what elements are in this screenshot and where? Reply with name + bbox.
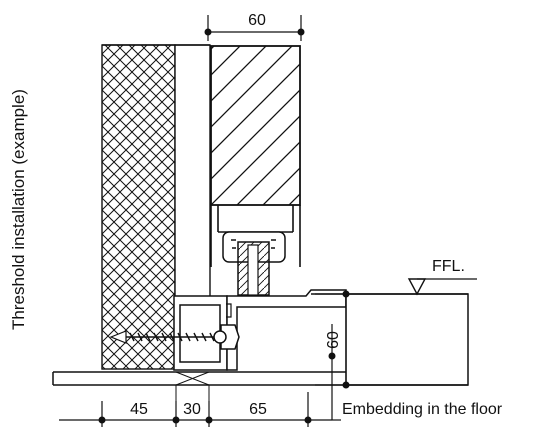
dimension-bottom-45: 45	[130, 401, 148, 418]
dimension-bottom-30: 30	[183, 401, 201, 418]
door-leaf	[210, 45, 301, 267]
door-leaf-bottom-channel	[210, 205, 301, 267]
dimension-top-width: 60	[248, 12, 266, 29]
screw-thread	[116, 332, 222, 342]
dimension-top: 60	[204, 12, 305, 41]
diagram-title: Threshold installation (example)	[9, 89, 28, 330]
screw-tip	[109, 330, 127, 344]
screw-head	[220, 324, 240, 350]
dimension-bottom: 45 30 65 Embedding in the floor	[59, 324, 503, 427]
ffl-label: FFL.	[432, 258, 465, 275]
dimension-bottom-65: 65	[249, 401, 267, 418]
embedding-label: Embedding in the floor	[342, 401, 503, 418]
dimension-vertical-depth: 60	[325, 331, 342, 349]
wall-crosshatch-insulation	[101, 44, 176, 370]
roller-axle	[247, 244, 259, 296]
threshold-inner-lip	[226, 303, 232, 318]
threshold-assembly	[173, 289, 469, 386]
door-leaf-section	[210, 45, 301, 206]
anchor-screw	[109, 324, 240, 350]
ffl-arrow	[407, 278, 427, 296]
ffl-marker: FFL.	[407, 258, 477, 296]
roller-small-tabs	[231, 239, 276, 249]
subfloor-line	[53, 371, 346, 386]
screw-washer	[213, 330, 227, 344]
sliding-hardware	[222, 231, 286, 296]
foundation-cross	[175, 371, 210, 386]
floor-insert	[345, 293, 469, 386]
dimension-right-vertical: 60	[315, 290, 350, 389]
threshold-profile	[226, 289, 347, 371]
